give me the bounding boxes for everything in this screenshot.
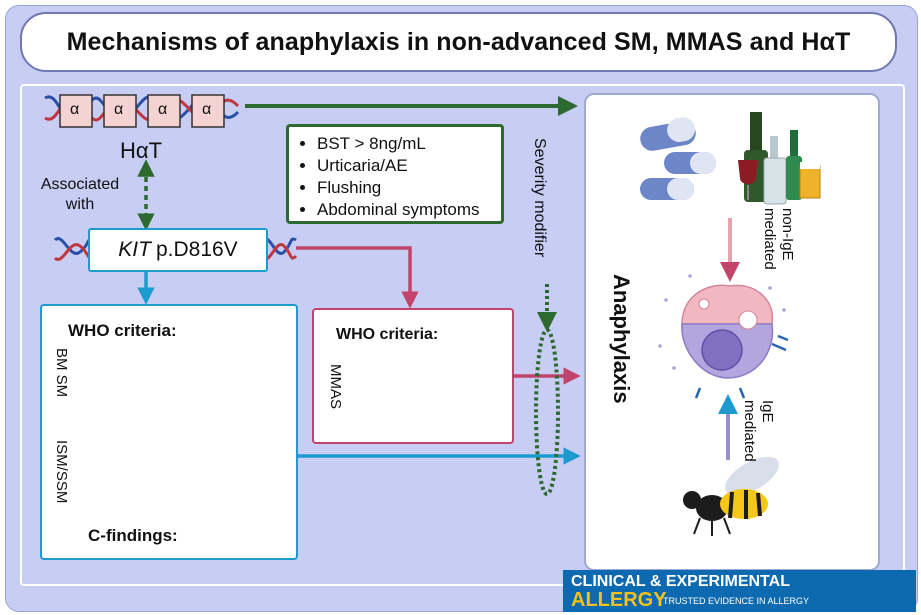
alpha-label: α — [202, 101, 212, 118]
wasp-icon — [683, 456, 779, 536]
ige-mediated-label: IgE mediated — [741, 400, 776, 462]
pills-icon — [640, 117, 716, 200]
anaphylaxis-label: Anaphylaxis — [609, 274, 634, 404]
kit-mutation-box: KIT p.D816V — [88, 228, 268, 272]
non-ige-mediated-label: non-IgE mediated — [761, 208, 796, 270]
main-panel — [20, 84, 905, 586]
ht-symptoms-box: BST > 8ng/mL Urticaria/AE Flushing Abdom… — [286, 124, 504, 224]
sm-who-criteria-box — [40, 304, 298, 560]
alpha-label: α — [70, 101, 80, 118]
who-criteria-label: WHO criteria: — [336, 326, 439, 343]
bm-sm-label: BM SM — [53, 348, 70, 398]
ism-ssm-label: ISM/SSM — [53, 440, 70, 504]
associated-with-label: Associated with — [40, 176, 120, 213]
criteria-item: BST > 8ng/mL — [317, 133, 501, 155]
title-box: Mechanisms of anaphylaxis in non-advance… — [20, 12, 897, 72]
mmas-label: MMAS — [327, 364, 344, 409]
severity-modifier-label: Severity modifier — [531, 138, 548, 258]
kit-variant-label: p.D816V — [155, 238, 238, 261]
criteria-item: Urticaria/AE — [317, 155, 501, 177]
alpha-tryptase-copies-icon — [59, 94, 225, 128]
kit-to-mmas-arrow — [296, 246, 419, 309]
alpha-label: α — [114, 101, 124, 118]
logo-line2: ALLERGY — [571, 589, 667, 611]
alpha-label: α — [158, 101, 168, 118]
alcohol-bottles-icon — [738, 112, 821, 205]
logo-line1: CLINICAL & EXPERIMENTAL — [571, 573, 790, 590]
logo-tagline: TRUSTED EVIDENCE IN ALLERGY — [663, 596, 810, 606]
diagram-title: Mechanisms of anaphylaxis in non-advance… — [66, 27, 851, 56]
who-criteria-label: WHO criteria: — [68, 321, 177, 340]
criteria-item: Abdominal symptoms — [317, 199, 501, 221]
degranulating-mast-cell-icon — [658, 274, 789, 399]
severity-modifier-ellipse — [534, 328, 560, 496]
mmas-who-criteria-box — [312, 308, 514, 444]
c-findings-label: C-findings: — [88, 526, 178, 545]
journal-logo: CLINICAL & EXPERIMENTAL ALLERGY TRUSTED … — [563, 570, 916, 612]
kit-gene-label: KIT — [118, 238, 151, 261]
hat-label: HαT — [120, 138, 163, 163]
criteria-item: Flushing — [317, 177, 501, 199]
